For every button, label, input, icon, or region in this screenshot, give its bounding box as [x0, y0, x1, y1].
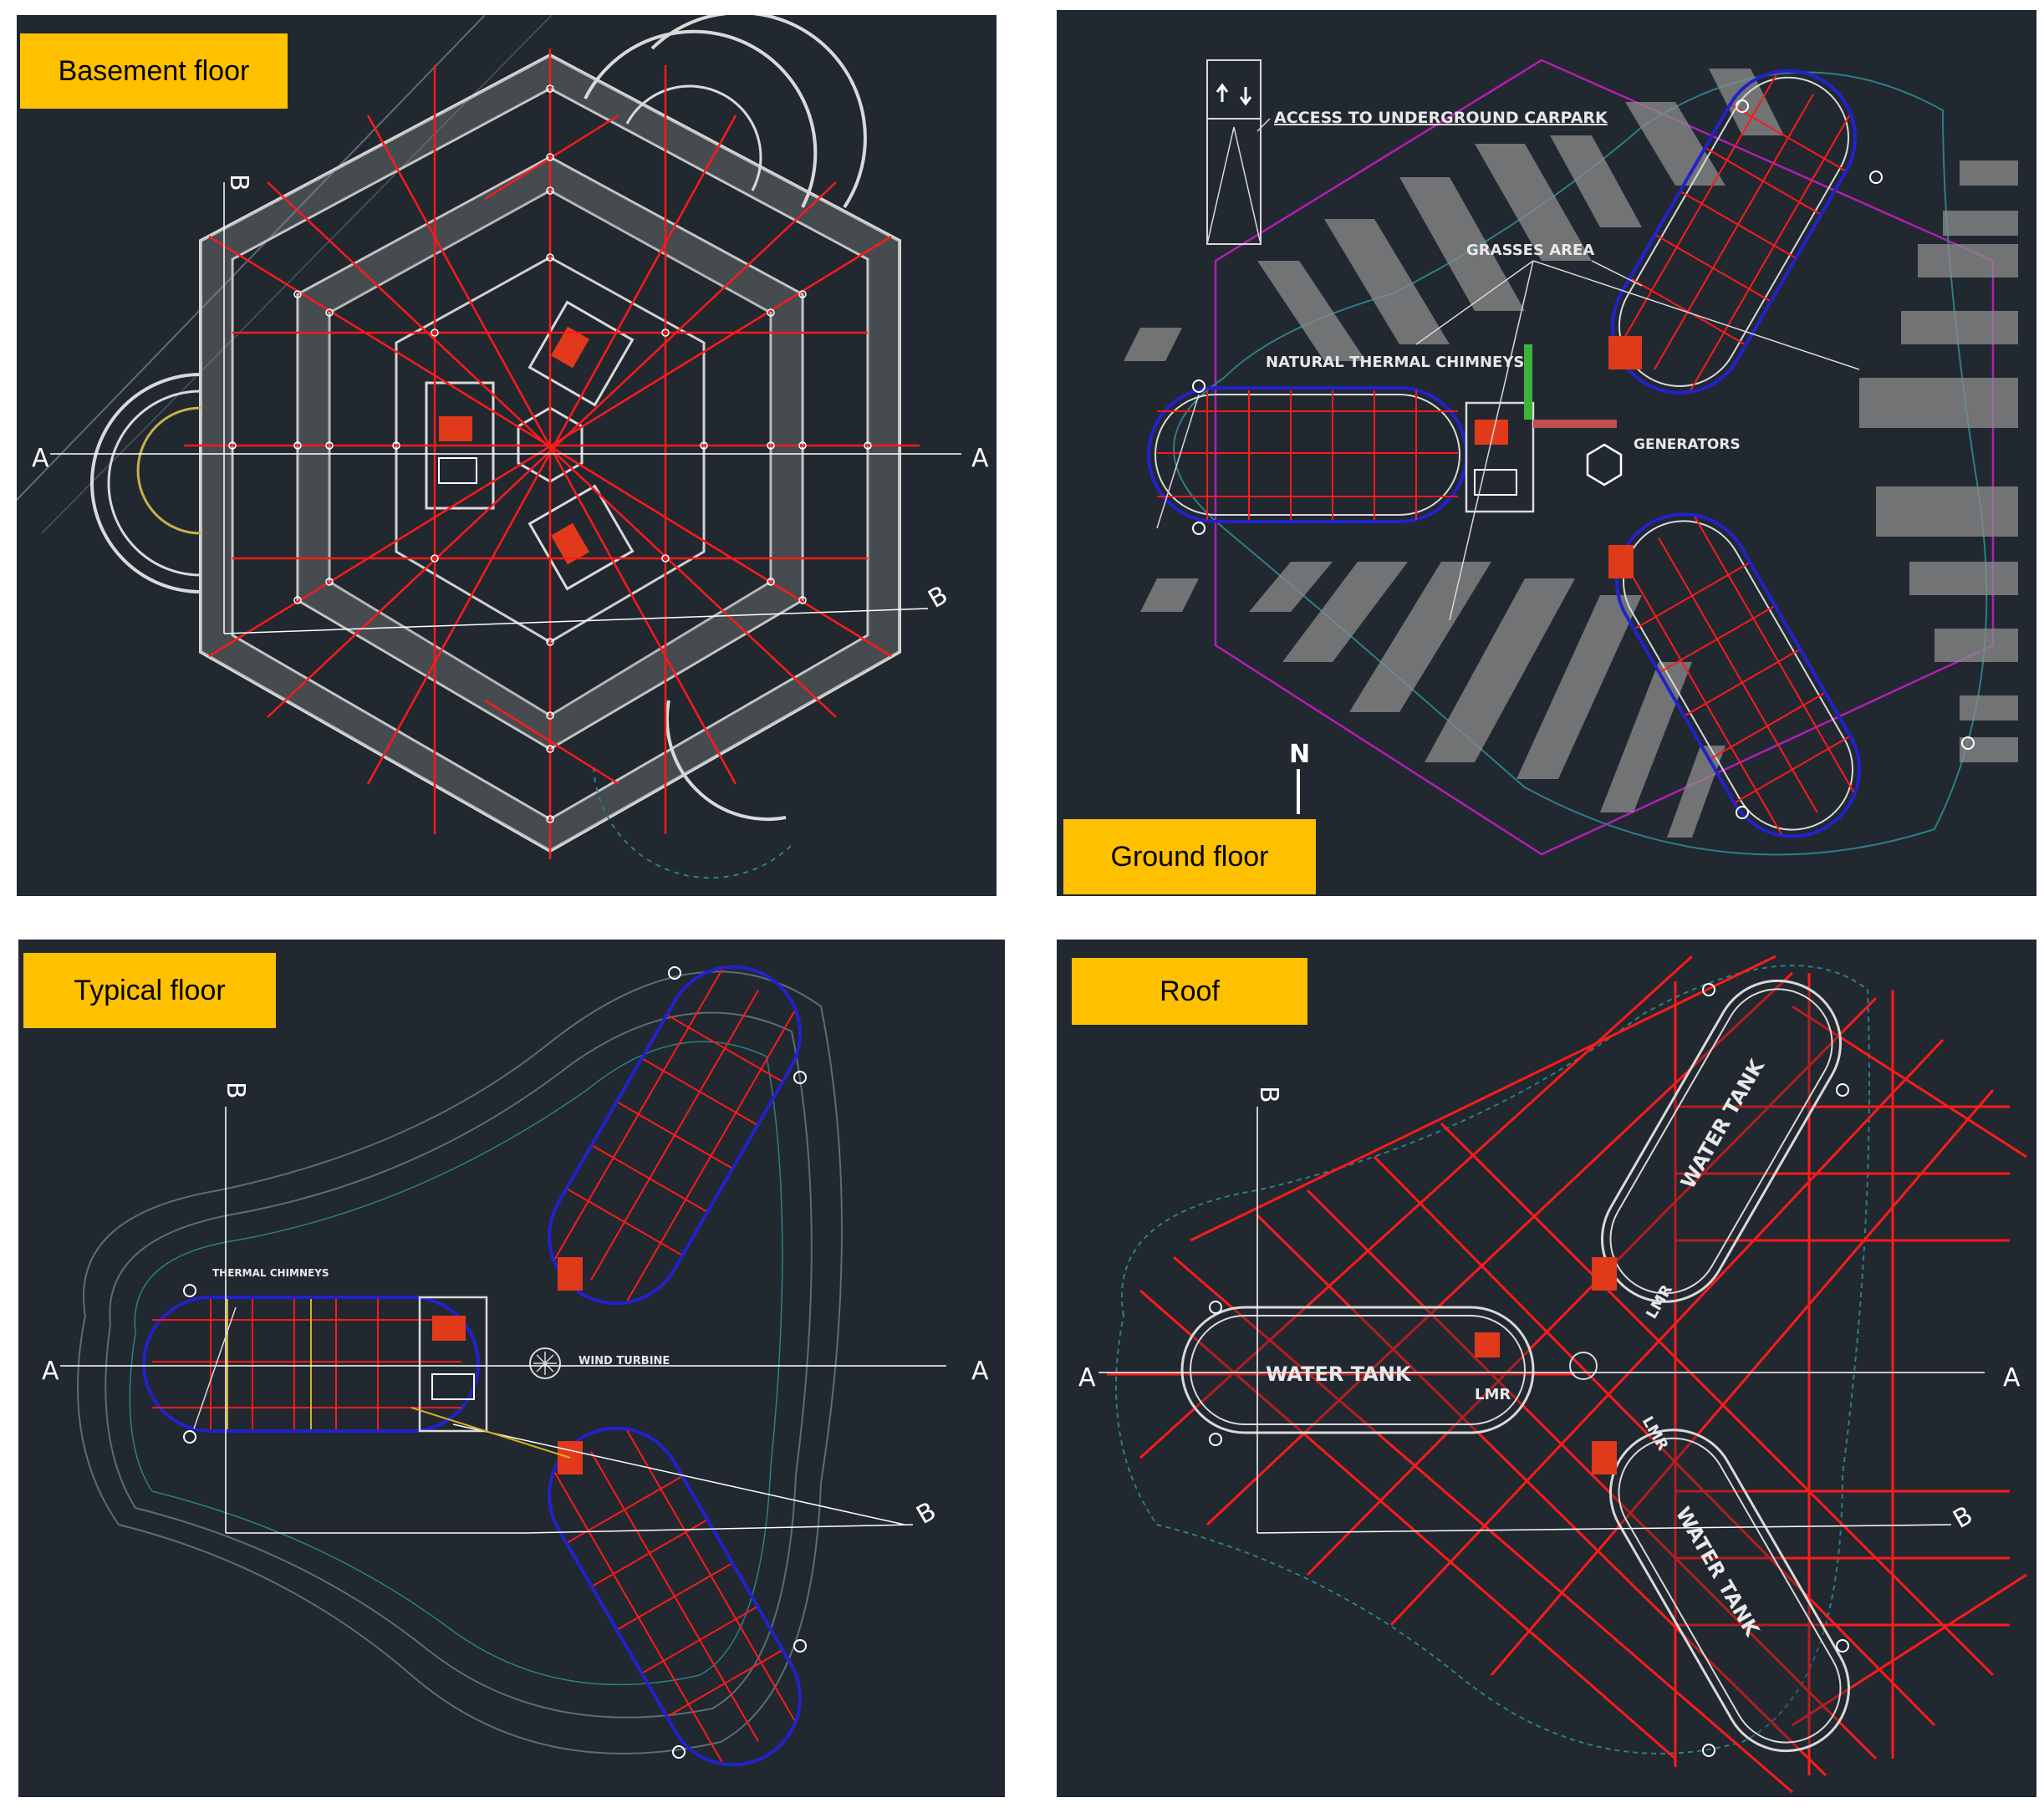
ground-ne-wing	[1611, 69, 1857, 395]
basement-section-b-bottom: B	[924, 580, 953, 614]
lmr-west-label: LMR	[1475, 1386, 1511, 1403]
roof-section-b-bottom: B	[1949, 1500, 1978, 1535]
generators-label: GENERATORS	[1634, 436, 1741, 453]
roof-ne-wing	[1601, 979, 1842, 1303]
typical-section-b-top: B	[221, 1082, 250, 1099]
typical-ne-wing	[548, 965, 802, 1306]
wind-turbine-icon	[529, 1347, 561, 1379]
typical-se-wing	[548, 1426, 802, 1767]
basement-floor-plan: A A B B	[17, 15, 989, 879]
typical-section-b-bottom: B	[912, 1496, 941, 1530]
north-arrow-label: N	[1289, 740, 1310, 769]
typical-floor-panel: A A B B THERMAL CHIMNEYS WIND TURBINE Ty…	[18, 940, 1005, 1797]
basement-section-a-right: A	[971, 444, 989, 473]
roof-section-b-top: B	[1254, 1086, 1283, 1103]
ground-floor-badge: Ground floor	[1063, 819, 1316, 894]
thermal-chimneys-label: THERMAL CHIMNEYS	[212, 1267, 329, 1279]
wind-turbine-label: WIND TURBINE	[579, 1355, 670, 1367]
basement-section-b-top: B	[224, 174, 253, 191]
grasses-area-label: GRASSES AREA	[1466, 242, 1594, 259]
typical-west-wing	[142, 1296, 480, 1433]
natural-thermal-chimneys-label: NATURAL THERMAL CHIMNEYS	[1266, 354, 1524, 371]
typical-section-a-left: A	[42, 1357, 59, 1386]
generators-hexagon	[1586, 443, 1623, 486]
water-tank-west-label: WATER TANK	[1266, 1362, 1412, 1386]
ground-floor-panel: ACCESS TO UNDERGROUND CARPARK GRASSES AR…	[1057, 10, 2036, 896]
roof-turbine-icon	[1569, 1352, 1598, 1380]
roof-west-wing	[1180, 1306, 1535, 1434]
roof-badge: Roof	[1072, 958, 1307, 1025]
typical-section-a-right: A	[971, 1357, 989, 1386]
roof-section-a-left: A	[1078, 1363, 1096, 1393]
access-carpark-label: ACCESS TO UNDERGROUND CARPARK	[1274, 109, 1608, 127]
roof-plan: A A B B WATER TANK WATER TANK WATER TANK…	[1078, 955, 2027, 1794]
basement-floor-badge: Basement floor	[20, 33, 288, 109]
roof-panel: A A B B WATER TANK WATER TANK WATER TANK…	[1057, 940, 2036, 1797]
typical-floor-plan: A A B B THERMAL CHIMNEYS WIND TURBINE	[42, 965, 989, 1767]
roof-section-a-right: A	[2003, 1363, 2021, 1393]
roof-se-wing	[1609, 1429, 1850, 1753]
basement-section-a-left: A	[32, 444, 49, 473]
basement-floor-panel: A A B B Basement floor	[17, 15, 997, 896]
typical-floor-badge: Typical floor	[23, 953, 276, 1028]
ground-floor-plan: ACCESS TO UNDERGROUND CARPARK GRASSES AR…	[1124, 59, 2018, 856]
ground-se-wing	[1615, 512, 1861, 838]
